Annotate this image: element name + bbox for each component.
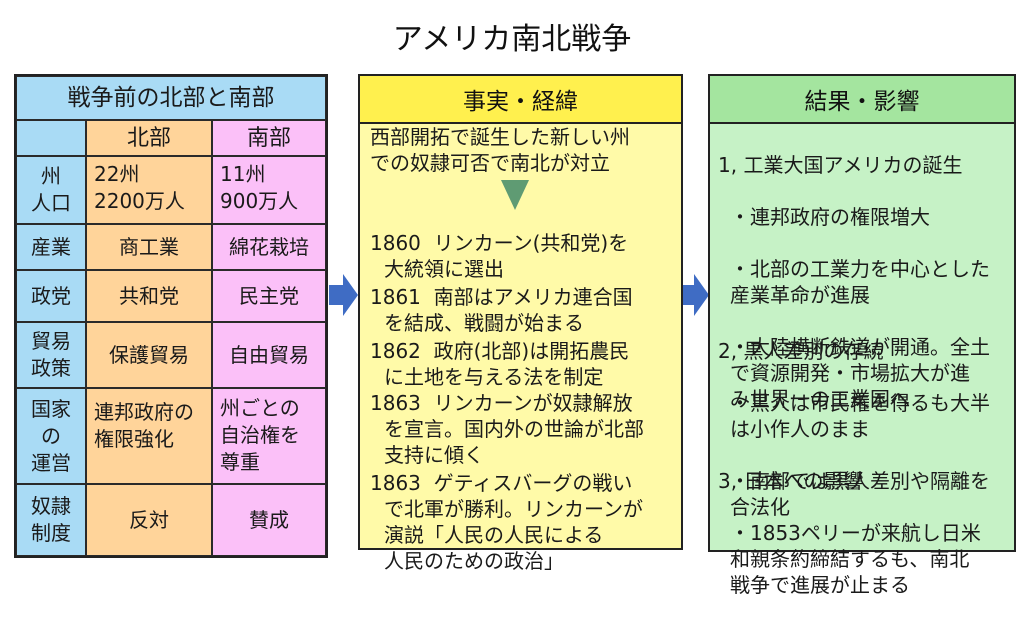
results-header: 結果・影響 xyxy=(710,76,1014,124)
section-bullet: ・北部の工業力を中心とした 産業革命が進展 xyxy=(730,257,990,307)
north-industry: 商工業 xyxy=(86,224,212,270)
south-trade: 自由貿易 xyxy=(212,322,326,388)
table-header: 戦争前の北部と南部 xyxy=(16,76,326,120)
event-text-line2: に土地を与える法を制定 xyxy=(384,365,604,389)
north-slavery: 反対 xyxy=(86,484,212,556)
results-panel: 結果・影響 1, 工業大国アメリカの誕生 ・連邦政府の権限増大 ・北部の工業力を… xyxy=(708,74,1016,597)
event-text-line1: リンカーンが奴隷解放 xyxy=(433,391,633,415)
event-1860: 1860 リンカーン(共和党)を 大統領に選出 xyxy=(370,204,682,308)
event-text-line1: リンカーン(共和党)を xyxy=(433,231,629,255)
row-label-trade: 貿易 政策 xyxy=(16,322,86,388)
result-section-2: 2, 黒人差別の存続 ・黒人は市民権を得るも大半 は小作人のまま ・南部では黒人… xyxy=(718,312,1016,546)
event-year: 1860 xyxy=(370,231,421,255)
north-population: 22州 2200万人 xyxy=(86,156,212,224)
row-label-governance: 国家 の 運営 xyxy=(16,388,86,484)
result-section-3: 3, 日本への影響 ・1853ペリーが来航し日米 和親条約締結するも、南北 戦争… xyxy=(718,442,1016,624)
north-governance: 連邦政府の 権限強化 xyxy=(86,388,212,484)
south-slavery: 賛成 xyxy=(212,484,326,556)
right-arrow-icon xyxy=(329,274,358,316)
row-label-slavery: 奴隷 制度 xyxy=(16,484,86,556)
section-heading: 3, 日本への影響 xyxy=(718,469,864,493)
column-header-north: 北部 xyxy=(86,120,212,156)
event-text-line1: 南部はアメリカ連合国 xyxy=(433,285,633,309)
comparison-table: 戦争前の北部と南部 北部 南部 州 人口 22州 2200万人 11州 900万… xyxy=(14,74,328,558)
event-year: 1861 xyxy=(370,285,421,309)
row-label-party: 政党 xyxy=(16,270,86,322)
section-bullet: ・連邦政府の権限増大 xyxy=(730,205,930,229)
section-heading: 1, 工業大国アメリカの誕生 xyxy=(718,153,963,177)
corner-cell xyxy=(16,120,86,156)
down-arrow-icon xyxy=(501,180,529,210)
south-party: 民主党 xyxy=(212,270,326,322)
event-year: 1863 xyxy=(370,471,421,495)
north-trade: 保護貿易 xyxy=(86,322,212,388)
right-arrow-icon xyxy=(683,274,709,316)
event-text-line1: 政府(北部)は開拓農民 xyxy=(433,339,630,363)
column-header-south: 南部 xyxy=(212,120,326,156)
event-year: 1862 xyxy=(370,339,421,363)
facts-header: 事実・経緯 xyxy=(360,76,681,124)
event-text-line2: を結成、戦闘が始まる xyxy=(384,311,584,335)
row-label-industry: 産業 xyxy=(16,224,86,270)
section-bullet: ・1853ペリーが来航し日米 和親条約締結するも、南北 戦争で進展が止まる xyxy=(730,521,981,597)
event-year: 1863 xyxy=(370,391,421,415)
facts-panel: 事実・経緯 西部開拓で誕生した新しい州 での奴隷可否で南北が対立 1860 リン… xyxy=(358,74,683,573)
event-1863-gettysburg: 1863 ゲティスバーグの戦い で北軍が勝利。リンカーンが 演説「人民の人民によ… xyxy=(370,444,682,600)
event-1863-emancipation: 1863 リンカーンが奴隷解放 を宣言。国内外の世論が北部 支持に傾く xyxy=(370,364,682,494)
south-governance: 州ごとの 自治権を 尊重 xyxy=(212,388,326,484)
south-industry: 綿花栽培 xyxy=(212,224,326,270)
event-text-line2: を宣言。国内外の世論が北部 支持に傾く xyxy=(384,417,644,467)
section-heading: 2, 黒人差別の存続 xyxy=(718,339,884,363)
section-bullet: ・大陸横断鉄道が開通。全土 で資源開発・市場拡大が進 み世界一の工業国へ xyxy=(730,335,990,411)
result-section-1: 1, 工業大国アメリカの誕生 ・連邦政府の権限増大 ・北部の工業力を中心とした … xyxy=(718,126,1016,438)
event-text-line1: ゲティスバーグの戦い xyxy=(433,471,633,495)
facts-intro: 西部開拓で誕生した新しい州 での奴隷可否で南北が対立 xyxy=(370,125,630,175)
row-label-population: 州 人口 xyxy=(16,156,86,224)
event-1862: 1862 政府(北部)は開拓農民 に土地を与える法を制定 xyxy=(370,312,682,416)
section-bullet: ・南部では黒人差別や隔離を 合法化 xyxy=(730,469,990,519)
south-population: 11州 900万人 xyxy=(212,156,326,224)
event-text-line2: 大統領に選出 xyxy=(384,257,504,281)
page-title: アメリカ南北戦争 xyxy=(392,22,632,57)
event-1861: 1861 南部はアメリカ連合国 を結成、戦闘が始まる xyxy=(370,258,682,362)
north-party: 共和党 xyxy=(86,270,212,322)
section-bullet: ・黒人は市民権を得るも大半 は小作人のまま xyxy=(730,391,990,441)
event-text-line2: で北軍が勝利。リンカーンが 演説「人民の人民による 人民のための政治」 xyxy=(384,497,643,573)
